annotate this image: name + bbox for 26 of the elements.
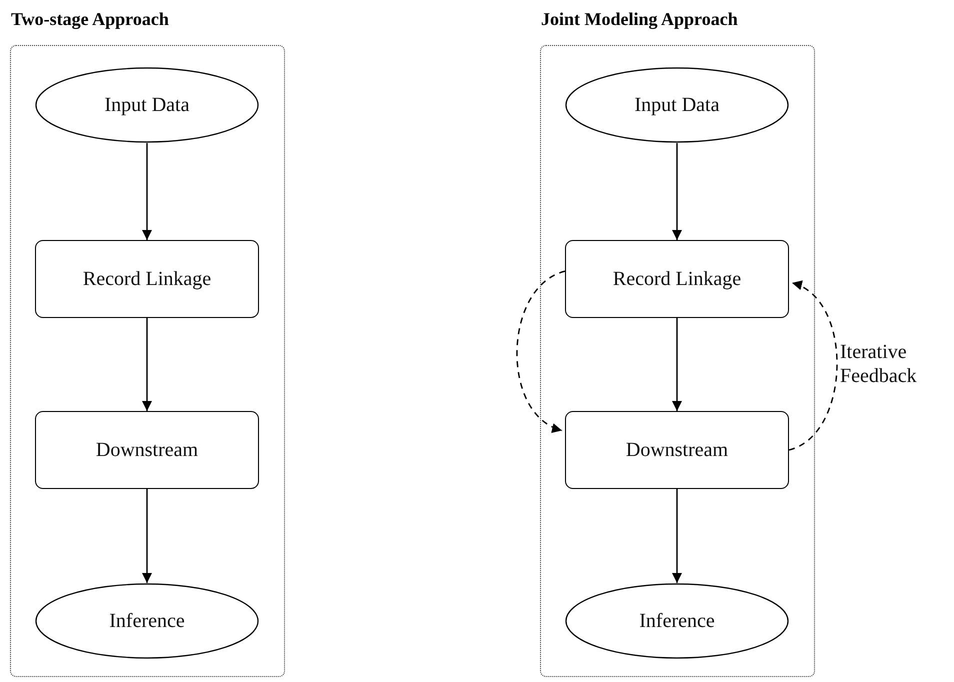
ellipse-node bbox=[565, 67, 789, 143]
panel-title: Joint Modeling Approach bbox=[541, 8, 738, 31]
node-label: Inference bbox=[109, 609, 185, 634]
node-label: Input Data bbox=[634, 93, 720, 118]
process-box bbox=[565, 240, 789, 318]
node-label: Input Data bbox=[104, 93, 190, 118]
node-label: Record Linkage bbox=[612, 267, 742, 292]
process-box bbox=[565, 411, 789, 489]
node-label: Record Linkage bbox=[82, 267, 212, 292]
process-box bbox=[35, 411, 259, 489]
dashed-arrow bbox=[788, 282, 838, 451]
ellipse-node bbox=[35, 583, 259, 659]
node-label: Downstream bbox=[626, 438, 728, 463]
node-label: Downstream bbox=[96, 438, 198, 463]
arrow bbox=[672, 143, 682, 240]
dashed-arrow bbox=[516, 270, 566, 432]
arrow bbox=[142, 143, 152, 240]
arrow bbox=[672, 318, 682, 411]
panel-title: Two-stage Approach bbox=[11, 8, 169, 31]
ellipse-node bbox=[565, 583, 789, 659]
arrow bbox=[142, 318, 152, 411]
ellipse-node bbox=[35, 67, 259, 143]
arrow bbox=[672, 489, 682, 583]
arrow bbox=[142, 489, 152, 583]
node-label: Inference bbox=[639, 609, 715, 634]
process-box bbox=[35, 240, 259, 318]
